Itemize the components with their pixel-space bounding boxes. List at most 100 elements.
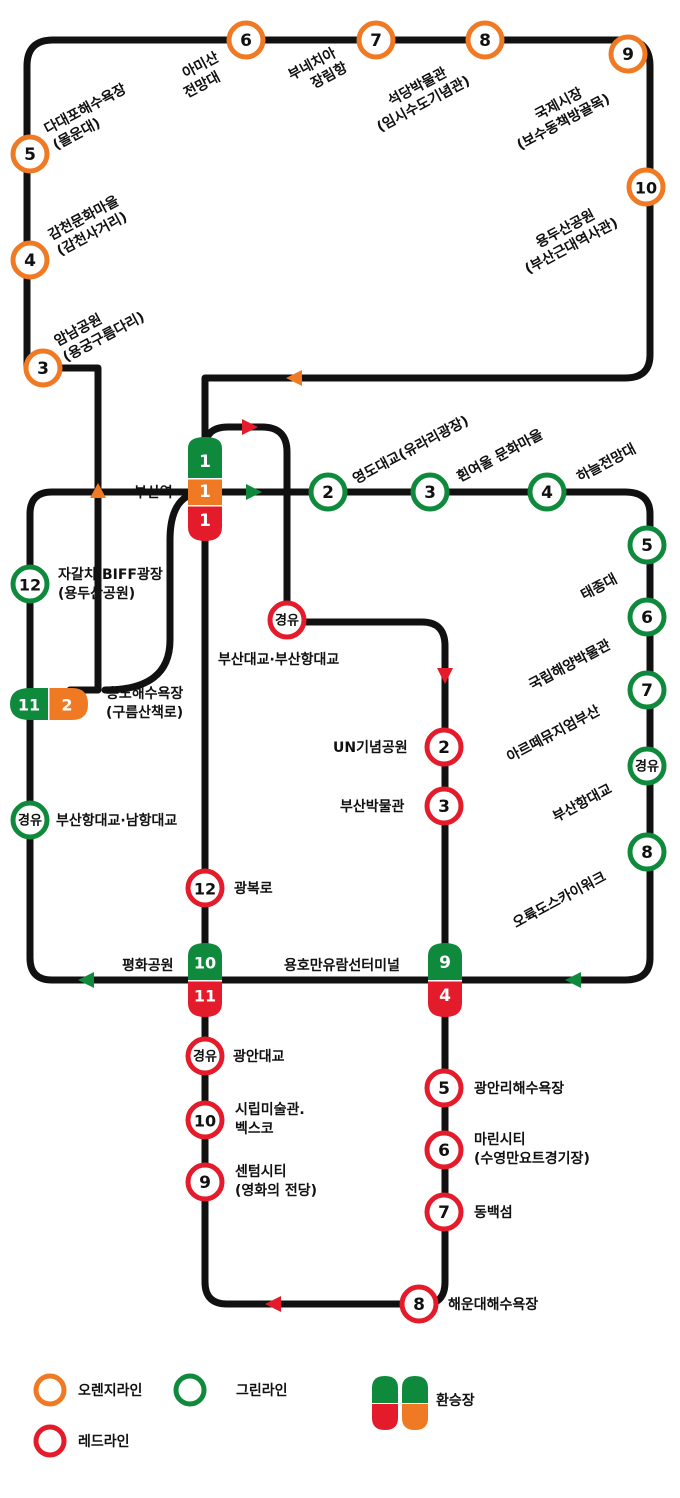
svg-text:12: 12 xyxy=(194,880,216,899)
svg-text:레드라인: 레드라인 xyxy=(78,1433,130,1450)
transfer-peace-park[interactable]: 10 11 xyxy=(188,943,222,1017)
stop-green-4[interactable]: 4 xyxy=(527,472,567,512)
transfer-songdo[interactable]: 11 2 xyxy=(10,688,88,720)
stop-orange-10[interactable]: 10 xyxy=(626,167,666,207)
svg-text:6: 6 xyxy=(641,608,653,628)
svg-text:영도대교(유라리광장): 영도대교(유라리광장) xyxy=(350,412,472,487)
label-songdo-sub: (구름산책로) xyxy=(106,704,183,721)
stop-red-via1[interactable]: 경유 xyxy=(267,600,307,640)
svg-text:6: 6 xyxy=(240,31,252,51)
svg-text:부산항대교·남항대교: 부산항대교·남항대교 xyxy=(56,812,177,829)
label-o6: 아미산 전망대 xyxy=(180,49,223,102)
stop-red-3[interactable]: 3 xyxy=(424,786,464,826)
transfer-busan-station[interactable]: 1 1 1 xyxy=(188,437,222,541)
svg-text:7: 7 xyxy=(370,31,382,51)
red-arrow-left xyxy=(265,1296,281,1312)
svg-text:부산항대교: 부산항대교 xyxy=(550,780,615,825)
transfer-yongho[interactable]: 9 4 xyxy=(428,943,462,1017)
svg-text:3: 3 xyxy=(37,359,49,379)
svg-text:환승장: 환승장 xyxy=(436,1392,475,1409)
stop-red-9[interactable]: 9 xyxy=(185,1162,225,1202)
svg-text:8: 8 xyxy=(641,843,653,863)
svg-text:11: 11 xyxy=(18,696,40,715)
red-labels: 부산대교·부산항대교 UN기념공원 부산박물관 광복로 광안대교 시립미술관. … xyxy=(218,651,590,1313)
stop-red-10[interactable]: 10 xyxy=(185,1100,225,1140)
stop-red-via2[interactable]: 경유 xyxy=(185,1036,225,1076)
svg-text:동백섬: 동백섬 xyxy=(474,1205,513,1221)
stop-green-via2[interactable]: 경유 xyxy=(10,800,50,840)
svg-text:9: 9 xyxy=(622,45,634,65)
svg-text:4: 4 xyxy=(24,251,36,271)
svg-text:4: 4 xyxy=(541,483,553,503)
svg-text:경유: 경유 xyxy=(275,613,299,629)
stop-orange-7[interactable]: 7 xyxy=(356,20,396,60)
stop-red-2[interactable]: 2 xyxy=(424,727,464,767)
stop-red-12[interactable]: 12 xyxy=(185,868,225,908)
svg-text:(수영만요트경기장): (수영만요트경기장) xyxy=(474,1150,590,1167)
orange-spur-line xyxy=(41,364,102,694)
stop-orange-6[interactable]: 6 xyxy=(226,20,266,60)
svg-text:부산박물관: 부산박물관 xyxy=(340,798,405,815)
svg-text:2: 2 xyxy=(322,483,334,503)
svg-text:1: 1 xyxy=(199,452,211,472)
svg-text:UN기념공원: UN기념공원 xyxy=(333,740,408,756)
label-o4: 감천문화마을 (감천사거리) xyxy=(45,192,130,259)
orange-arrow-left xyxy=(286,370,302,386)
svg-text:태종대: 태종대 xyxy=(578,571,620,603)
stop-green-via[interactable]: 경유 xyxy=(627,746,667,786)
svg-text:해운대해수욕장: 해운대해수욕장 xyxy=(448,1296,538,1313)
stop-green-2[interactable]: 2 xyxy=(308,472,348,512)
label-yongho: 용호만유람선터미널 xyxy=(284,958,400,974)
label-o9: 국제시장 (보수동책방골목) xyxy=(514,84,613,153)
stop-red-7[interactable]: 7 xyxy=(424,1192,464,1232)
stop-red-5[interactable]: 5 xyxy=(424,1068,464,1108)
svg-text:8: 8 xyxy=(479,31,491,51)
stop-orange-9[interactable]: 9 xyxy=(608,34,648,74)
svg-text:5: 5 xyxy=(24,145,36,165)
stop-green-6[interactable]: 6 xyxy=(627,597,667,637)
svg-text:9: 9 xyxy=(439,953,451,973)
svg-text:그린라인: 그린라인 xyxy=(236,1382,288,1399)
stop-green-3[interactable]: 3 xyxy=(410,472,450,512)
label-o7: 부네치아 장림항 xyxy=(285,44,350,92)
svg-text:1: 1 xyxy=(199,511,211,531)
svg-text:2: 2 xyxy=(61,696,72,715)
orange-arrow-up xyxy=(90,483,106,498)
stop-orange-4[interactable]: 4 xyxy=(10,240,50,280)
label-peace-park: 평화공원 xyxy=(122,957,174,974)
svg-text:오륙도스카이워크: 오륙도스카이워크 xyxy=(510,868,609,931)
svg-text:광안리해수욕장: 광안리해수욕장 xyxy=(474,1080,564,1097)
svg-text:7: 7 xyxy=(438,1203,450,1223)
stop-red-6[interactable]: 6 xyxy=(424,1130,464,1170)
stop-red-8[interactable]: 8 xyxy=(399,1284,439,1324)
svg-text:5: 5 xyxy=(438,1079,450,1099)
svg-text:오렌지라인: 오렌지라인 xyxy=(78,1382,142,1399)
stop-orange-5[interactable]: 5 xyxy=(10,134,50,174)
stop-green-5[interactable]: 5 xyxy=(627,525,667,565)
stop-green-7[interactable]: 7 xyxy=(627,670,667,710)
stop-orange-8[interactable]: 8 xyxy=(465,20,505,60)
svg-text:경유: 경유 xyxy=(635,759,659,775)
svg-text:흰여울 문화마을: 흰여울 문화마을 xyxy=(454,426,546,486)
stop-orange-3[interactable]: 3 xyxy=(23,348,63,388)
svg-text:8: 8 xyxy=(413,1295,425,1315)
svg-text:부산대교·부산항대교: 부산대교·부산항대교 xyxy=(218,651,339,668)
svg-text:12: 12 xyxy=(19,576,41,595)
svg-text:11: 11 xyxy=(194,987,216,1006)
legend: 오렌지라인 그린라인 레드라인 환승장 xyxy=(33,1373,475,1458)
label-o10: 용두산공원 (부산근대역사관) xyxy=(522,206,621,277)
red-arrow-down xyxy=(437,668,453,684)
stop-green-12[interactable]: 12 xyxy=(10,564,50,604)
svg-text:1: 1 xyxy=(199,482,211,502)
label-busan-station: 부산역 xyxy=(134,484,173,501)
svg-text:10: 10 xyxy=(635,179,657,198)
red-stops: 경유 2 3 12 경유 10 9 5 6 7 8 xyxy=(185,600,464,1324)
svg-text:(용두산공원): (용두산공원) xyxy=(58,585,135,602)
svg-text:경유: 경유 xyxy=(193,1049,217,1065)
stop-green-8[interactable]: 8 xyxy=(627,832,667,872)
svg-text:광안대교: 광안대교 xyxy=(233,1048,285,1065)
svg-text:7: 7 xyxy=(641,681,653,701)
svg-text:하늘전망대: 하늘전망대 xyxy=(574,440,639,485)
direction-arrows xyxy=(78,370,581,1312)
